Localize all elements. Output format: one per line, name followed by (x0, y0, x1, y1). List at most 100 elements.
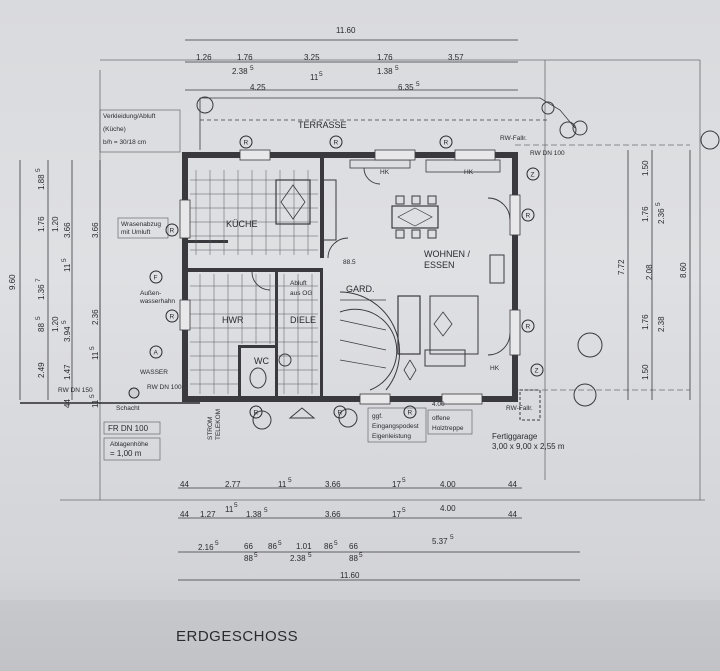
note-eingang-2: Eingangspodest (372, 423, 419, 430)
dim-bottom-r1-b: 11 (278, 480, 287, 489)
dim-top-r2-a-sup: 5 (250, 65, 254, 72)
dim-bottom-r3-a: 2.16 (198, 543, 214, 552)
dim-bottom-r2-c: 1.38 (246, 510, 262, 519)
dim-left-n-sup: 5 (89, 346, 96, 350)
note-rw-dn100-bottom: RW DN 100 (147, 384, 182, 391)
dim-bottom-r2-b-sup: 5 (234, 502, 238, 509)
dim-bottom-r2-b: 11 (225, 505, 234, 514)
dimension-chain-left: 9.60 1.88 5 1.76 1.20 3.66 3.66 11 5 1.3… (8, 160, 101, 408)
note-schacht: Schacht (116, 405, 140, 412)
marker-r-6: R (521, 208, 535, 222)
note-telekom: TELEKOM (215, 409, 222, 440)
note-eingang-3: Eigenleistung (372, 433, 411, 440)
note-verkleidung-1: Verkleidung/Abluft (103, 113, 156, 120)
dim-left-j-sup: 5 (61, 320, 68, 324)
room-gard: GARD. (346, 284, 375, 294)
note-hk-3: HK (490, 365, 500, 372)
dim-bottom-r3-c: 86 (268, 542, 277, 551)
dim-bottom-r1-a: 2.77 (225, 480, 241, 489)
marker-z-1: Z (526, 167, 540, 181)
dim-top-r2-b: 11 (310, 73, 319, 82)
paper-shadow (0, 600, 720, 671)
dim-right-b: 1.76 (641, 206, 650, 222)
plan-title: ERDGESCHOSS (176, 628, 299, 645)
note-fertiggarage-1: Fertiggarage (492, 432, 538, 441)
dim-left-a: 1.88 (37, 174, 46, 190)
dim-top-total: 11.60 (336, 26, 356, 35)
dim-bottom-r3-a-sup: 5 (215, 540, 219, 547)
dim-bottom-r1-44a: 44 (180, 480, 189, 489)
note-abluft-2: aus OG (290, 290, 312, 297)
dim-left-l: 2.49 (37, 362, 46, 378)
dim-bottom-r3-b2: 88 (244, 554, 253, 563)
svg-text:R: R (244, 140, 249, 147)
dim-left-b: 1.76 (37, 216, 46, 232)
dim-right-e: 2.08 (645, 264, 654, 280)
note-verkleidung-2: (Küche) (103, 126, 126, 133)
dim-right-i: 1.50 (641, 364, 650, 380)
dimension-chain-right: 1.50 1.76 2.36 5 7.72 2.08 8.60 1.76 2.3… (617, 150, 691, 400)
doors (251, 167, 511, 356)
dim-bottom-r3-e: 86 (324, 542, 333, 551)
terrace-railing (196, 96, 720, 430)
dim-bottom-r3-g2-sup: 5 (359, 552, 363, 559)
dim-top-r3-b-sup: 5 (416, 81, 420, 88)
svg-text:R: R (526, 213, 531, 220)
note-fr-dn: FR DN 100 (108, 424, 149, 433)
dim-bottom-r1-d-sup: 5 (402, 477, 406, 484)
dim-bottom-r3-f: 2.38 (290, 554, 306, 563)
room-wohnen-line2: ESSEN (424, 260, 455, 270)
dim-bottom-r3-b2-sup: 5 (254, 552, 258, 559)
svg-text:R: R (444, 140, 449, 147)
dim-bottom-r1-c: 3.66 (325, 480, 341, 489)
svg-text:R: R (170, 228, 175, 235)
dim-left-h: 1.20 (51, 316, 60, 332)
dim-bottom-r2-e-sup: 5 (402, 507, 406, 514)
note-wasser: WASSER (140, 369, 168, 376)
svg-text:R: R (338, 410, 343, 417)
dim-bottom-r3-d: 1.01 (296, 542, 312, 551)
dim-bottom-r3-f-sup: 5 (308, 552, 312, 559)
svg-text:A: A (154, 350, 159, 357)
windows (179, 149, 521, 405)
dim-bottom-r2-f: 4.00 (440, 504, 456, 513)
note-aussen-1: Außen- (140, 290, 161, 297)
svg-text:R: R (526, 324, 531, 331)
marker-r-2: R (329, 135, 343, 149)
dim-left-m: 1.47 (63, 364, 72, 380)
room-labels: TERRASSE KÜCHE WOHNEN / ESSEN HWR DIELE … (222, 120, 470, 366)
room-wohnen-line1: WOHNEN / (424, 249, 470, 259)
dim-top-r2-b-sup: 5 (319, 71, 323, 78)
note-hk-1: HK (380, 169, 390, 176)
dim-left-j: 3.94 (63, 326, 72, 342)
dim-bottom-r3-c-sup: 5 (278, 540, 282, 547)
marker-r-7: R (521, 319, 535, 333)
dim-left-c: 1.20 (51, 216, 60, 232)
dim-bottom-r3-b: 66 (244, 542, 253, 551)
room-diele: DIELE (290, 315, 316, 325)
dim-left-e: 3.66 (91, 222, 100, 238)
note-fertiggarage-2: 3,00 x 9,00 x 2,55 m (492, 442, 565, 451)
dim-top-r1-a: 1.26 (196, 53, 212, 62)
dim-bottom-r1-44b: 44 (508, 480, 517, 489)
note-ablage-1: Ablagenhöhe (110, 441, 149, 448)
room-wc: WC (254, 356, 269, 366)
dimension-chain-bottom: 44 2.77 11 5 3.66 17 5 4.00 44 44 1.27 1… (178, 477, 580, 581)
dim-top-r2-c-sup: 5 (395, 65, 399, 72)
note-hk-2: HK (464, 169, 474, 176)
dim-bottom-r3-h: 5.37 (432, 537, 448, 546)
dim-bottom-total: 11.60 (340, 571, 360, 580)
dim-left-a-sup: 5 (35, 168, 42, 172)
dim-top-r1-e: 3.57 (448, 53, 464, 62)
dim-bottom-r2-44a: 44 (180, 510, 189, 519)
dim-top-r1-c: 3.25 (304, 53, 320, 62)
tile-floors (190, 170, 318, 394)
marker-r-4: R (165, 223, 179, 237)
note-rw-fallrohr-bottom: RW-Fallr. (506, 405, 533, 412)
dim-left-f-sup: 5 (61, 258, 68, 262)
dim-left-total: 9.60 (8, 274, 17, 290)
dim-left-g: 1.36 (37, 284, 46, 300)
svg-text:F: F (154, 275, 158, 282)
dim-right-c-sup: 5 (655, 202, 662, 206)
marker-r-9: R (333, 405, 347, 419)
